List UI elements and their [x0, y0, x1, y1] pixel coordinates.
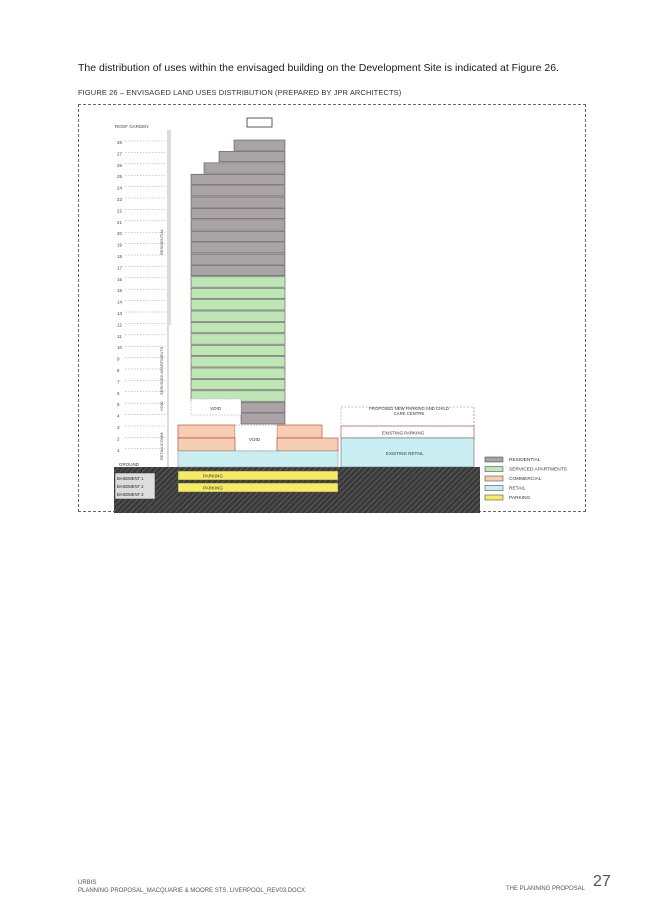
level-label: 16 — [117, 277, 123, 282]
level-label: 2 — [117, 436, 120, 441]
parking-label-1: PARKING — [203, 474, 223, 479]
roof-structure — [246, 117, 273, 128]
tower-floor — [190, 276, 286, 288]
basement-label-3: BASEMENT 3 — [117, 492, 144, 497]
basement-label-1: BASEMENT 1 — [117, 476, 144, 481]
level-label: 28 — [117, 140, 123, 145]
tower-floor — [190, 344, 286, 356]
tower-floor — [190, 219, 286, 231]
footer-section: THE PLANNING PROPOSAL — [506, 886, 586, 892]
tower-floor — [190, 208, 286, 220]
legend-swatch — [484, 485, 504, 491]
level-label: 15 — [117, 288, 123, 293]
tower-floor — [190, 230, 286, 242]
tower-floor — [218, 151, 286, 163]
level-label: 25 — [117, 174, 123, 179]
legend-label: COMMERCIAL — [509, 476, 542, 482]
level-label: 26 — [117, 163, 123, 168]
level-label: 7 — [117, 379, 120, 384]
tower-floor — [190, 173, 286, 185]
tower-floor — [190, 242, 286, 254]
tower-floor — [190, 379, 286, 391]
void-label-podium: VOID — [249, 437, 261, 442]
legend-swatch — [484, 456, 504, 463]
legend-swatch — [484, 475, 504, 482]
level-label: 12 — [117, 322, 123, 327]
proposed-label: PROPOSED NEW PARKING AND CHILD CARE CENT… — [369, 406, 449, 416]
legend-label: PARKING — [509, 495, 531, 501]
roof-label: ROOF GARDEN — [115, 124, 149, 129]
level-label: 5 — [117, 402, 120, 407]
level-label: 4 — [117, 414, 120, 419]
tower-floor — [190, 253, 286, 265]
intro-text: The distribution of uses within the envi… — [78, 62, 559, 74]
legend-swatch — [484, 466, 504, 472]
tower-void — [190, 398, 242, 416]
level-label: 3 — [117, 425, 120, 430]
level-label: 8 — [117, 368, 120, 373]
level-label: 14 — [117, 300, 123, 305]
tower-floor — [190, 322, 286, 334]
level-label: 23 — [117, 197, 123, 202]
void-label-tower: VOID — [210, 406, 222, 411]
tower-floor — [190, 196, 286, 208]
level-label: 1 — [117, 448, 120, 453]
tower-floor — [240, 401, 286, 413]
level-label: 18 — [117, 254, 123, 259]
existing-retail-label: EXISTING RETAIL — [386, 451, 424, 456]
figure-caption: FIGURE 26 – ENVISAGED LAND USES DISTRIBU… — [78, 88, 402, 97]
level-label: 9 — [117, 357, 120, 362]
basement-label-2: BASEMENT 2 — [117, 484, 144, 489]
level-label: 27 — [117, 151, 123, 156]
footer-left: URBIS PLANNING PROPOSAL_MACQUARIE & MOOR… — [78, 879, 305, 895]
level-label: 6 — [117, 391, 120, 396]
level-label: 24 — [117, 186, 123, 191]
footer-company: URBIS — [78, 880, 97, 886]
legend-label: SERVICED APARTMENTS — [509, 467, 567, 473]
ground-label: GROUND — [119, 462, 140, 467]
tower-floor — [190, 299, 286, 311]
tower-floor — [203, 162, 286, 174]
level-label: 13 — [117, 311, 123, 316]
tower-floor — [190, 185, 286, 197]
level-label: 20 — [117, 231, 123, 236]
footer-document: PLANNING PROPOSAL_MACQUARIE & MOORE STS,… — [78, 888, 306, 894]
parking-label-2: PARKING — [203, 486, 223, 491]
level-label: 17 — [117, 265, 123, 270]
zone-label-retail-comm: RETAIL/COMM — [159, 433, 164, 460]
legend-label: RETAIL — [509, 486, 526, 492]
level-label: 19 — [117, 243, 123, 248]
tower-floor — [190, 333, 286, 345]
tower-floor — [240, 413, 286, 425]
level-label: 11 — [117, 334, 122, 339]
legend-swatch — [484, 494, 504, 501]
zone-label-residential: RESIDENTIAL — [159, 228, 164, 255]
tower-floor — [190, 356, 286, 368]
tower-floor — [233, 139, 286, 151]
tower-floor — [190, 265, 286, 277]
level-label: 21 — [117, 220, 123, 225]
tower-floor — [190, 310, 286, 322]
tower-floor — [190, 287, 286, 299]
zone-label-void: VOID — [159, 401, 164, 411]
tower-floor — [190, 367, 286, 379]
level-label: 22 — [117, 208, 123, 213]
zone-label-serviced: SERVICED APARTMENTS — [159, 346, 164, 395]
level-label: 10 — [117, 345, 123, 350]
existing-parking-label: EXISTING PARKING — [382, 431, 425, 436]
page-number: 27 — [593, 873, 611, 890]
legend-label: RESIDENTIAL — [509, 457, 541, 463]
